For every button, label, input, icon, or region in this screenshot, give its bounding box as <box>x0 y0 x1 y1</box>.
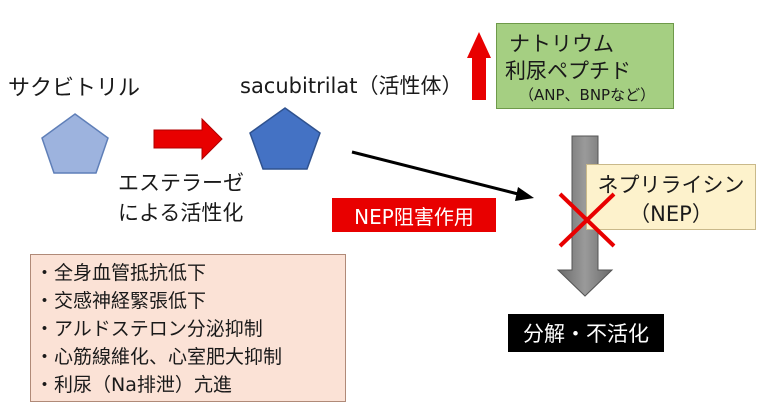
nep-inhibition-badge: NEP阻害作用 <box>332 198 496 232</box>
natriuretic-peptide-box: ナトリウム 利尿ペプチド （ANP、BNPなど） <box>496 23 674 109</box>
peptide-line-3: （ANP、BNPなど） <box>519 86 656 104</box>
esterase-line-1: エステラーゼ <box>118 171 244 195</box>
increase-arrow-shaft <box>472 58 486 100</box>
sacubitril-label: サクビトリル <box>8 76 141 101</box>
effect-item: ・交感神経緊張低下 <box>35 290 207 312</box>
inhibition-arrow-head <box>515 187 534 201</box>
sacubitrilat-label: sacubitrilat（活性体） <box>240 74 463 98</box>
activation-arrow <box>153 117 223 161</box>
effect-item: ・全身血管抵抗低下 <box>35 262 207 284</box>
peptide-line-1: ナトリウム <box>509 32 614 56</box>
effect-item: ・利尿（Na排泄）亢進 <box>35 374 232 396</box>
effect-item: ・アルドステロン分泌抑制 <box>35 318 263 340</box>
effects-list-box: ・全身血管抵抗低下 ・交感神経緊張低下 ・アルドステロン分泌抑制 ・心筋線維化、… <box>30 254 346 402</box>
peptide-line-2: 利尿ペプチド <box>505 59 631 83</box>
nep-line-2: （NEP） <box>629 202 713 226</box>
esterase-activation-label: エステラーゼ による活性化 <box>118 168 244 228</box>
degradation-label: 分解・不活化 <box>508 314 664 352</box>
effect-item: ・心筋線維化、心室肥大抑制 <box>35 346 283 368</box>
neprilysin-box: ネプリライシン （NEP） <box>586 164 756 230</box>
increase-arrow <box>467 32 491 58</box>
blocked-x-icon <box>558 192 616 248</box>
inhibition-arrow-line <box>351 150 523 197</box>
esterase-line-2: による活性化 <box>118 201 244 225</box>
nep-line-1: ネプリライシン <box>597 173 745 197</box>
sacubitril-pentagon <box>41 113 109 174</box>
sacubitrilat-pentagon <box>249 107 321 170</box>
